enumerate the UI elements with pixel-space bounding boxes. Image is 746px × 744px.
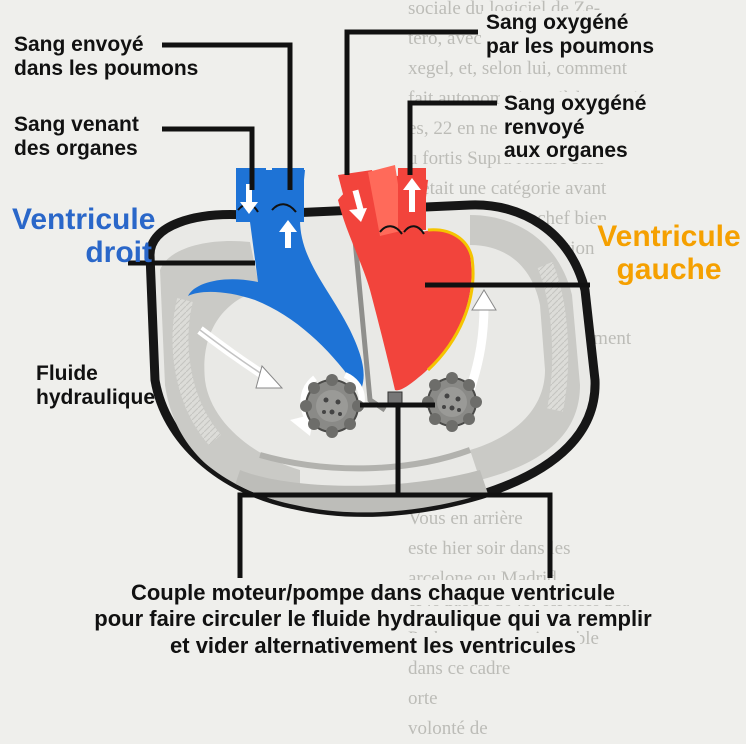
background-text-line: orte — [408, 684, 645, 714]
caption-line-1: Couple moteur/pompe dans chaque ventricu… — [127, 580, 619, 605]
label-sang-oxygene-organes: Sang oxygéné renvoyé aux organes — [500, 92, 650, 163]
heart-diagram: sociale du logiciel de Ze-tero, avec qui… — [0, 0, 746, 665]
label-ventricule-droit: Ventricule droit — [12, 203, 152, 269]
caption-line-2: pour faire circuler le fluide hydrauliqu… — [90, 606, 655, 631]
label-sang-venant-organes: Sang venant des organes — [14, 113, 139, 160]
caption-line-3: et vider alternativement les ventricules — [166, 633, 580, 658]
pump-gear-icon — [422, 372, 482, 432]
caption: Couple moteur/pompe dans chaque ventricu… — [0, 580, 746, 659]
background-text-line: volonté de — [408, 714, 645, 744]
label-sang-envoye-poumons: Sang envoyé dans les poumons — [14, 33, 198, 80]
label-ventricule-gauche: Ventricule gauche — [596, 220, 742, 286]
label-sang-oxygene-poumons: Sang oxygéné par les poumons — [482, 11, 658, 58]
label-fluide-hydraulique: Fluide hydraulique — [36, 362, 155, 409]
